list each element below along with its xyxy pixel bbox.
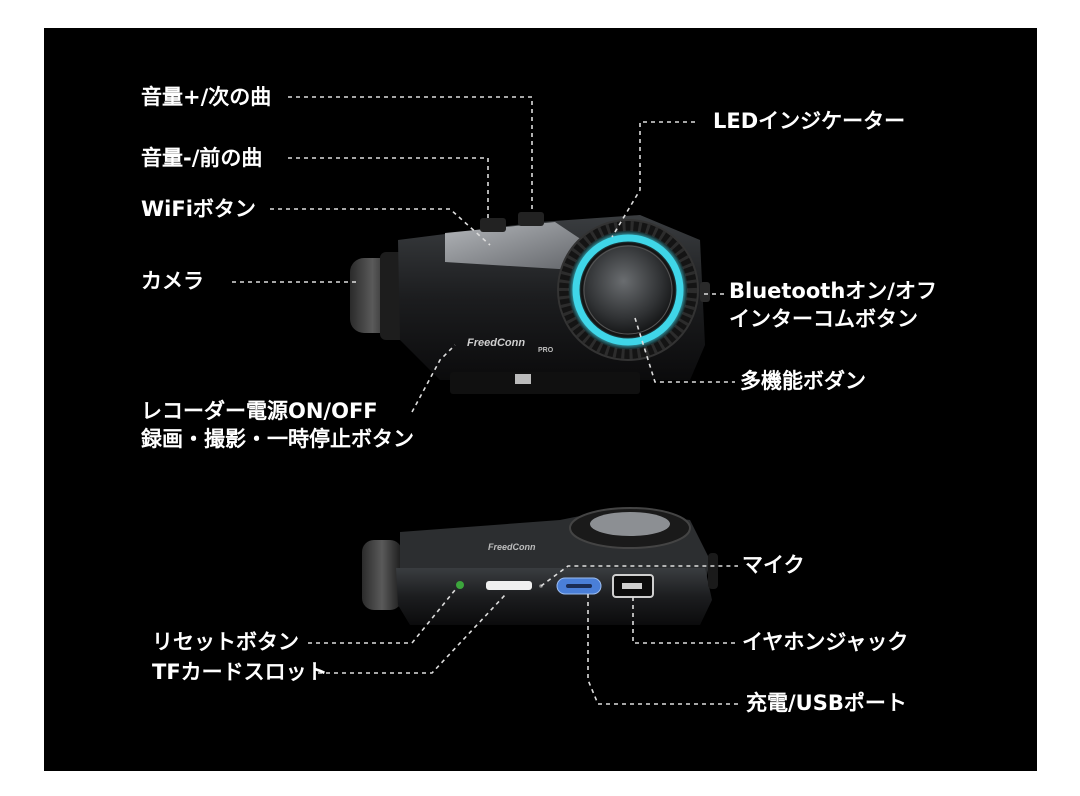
label-tf-card-slot: TFカードスロット: [152, 660, 328, 684]
label-recorder-line1: レコーダー電源ON/OFF: [141, 399, 378, 423]
label-bluetooth-line1: Bluetoothオン/オフ: [729, 279, 937, 303]
label-bluetooth-line2: インターコムボタン: [729, 307, 918, 331]
tf-card-slot: [486, 581, 532, 590]
mount-rail: [450, 372, 640, 394]
label-camera: カメラ: [141, 269, 204, 293]
led-ring: [572, 234, 684, 346]
device-bottom-view: FreedConn: [362, 507, 718, 625]
brand-logo-bottom: FreedConn: [488, 542, 536, 552]
multi-function-knob: [583, 245, 673, 335]
leader-lines: [232, 96, 742, 705]
brand-logo: FreedConn: [467, 337, 525, 349]
reset-hole: [456, 581, 464, 589]
diagram-panel: [44, 28, 1037, 771]
label-mic: マイク: [742, 553, 805, 577]
label-wifi-button: WiFiボタン: [141, 197, 256, 221]
label-recorder-line2: 録画・撮影・一時停止ボタン: [141, 427, 414, 451]
camera-lens-bottom: [362, 540, 402, 610]
label-earphone-jack: イヤホンジャック: [742, 630, 909, 654]
bluetooth-button: [700, 282, 710, 302]
volume-up-button: [518, 212, 544, 226]
device-side-view: FreedConn PRO: [350, 212, 710, 394]
label-volume-down: 音量-/前の曲: [141, 146, 263, 170]
label-reset-button: リセットボタン: [152, 630, 299, 654]
volume-down-button: [480, 218, 506, 232]
label-volume-up: 音量+/次の曲: [141, 85, 272, 109]
label-led-indicator: LEDインジケーター: [713, 109, 906, 133]
label-multi-function-button: 多機能ボダン: [740, 369, 866, 393]
label-charging-usb-port: 充電/USBポート: [746, 691, 907, 715]
model-badge: PRO: [538, 347, 554, 354]
